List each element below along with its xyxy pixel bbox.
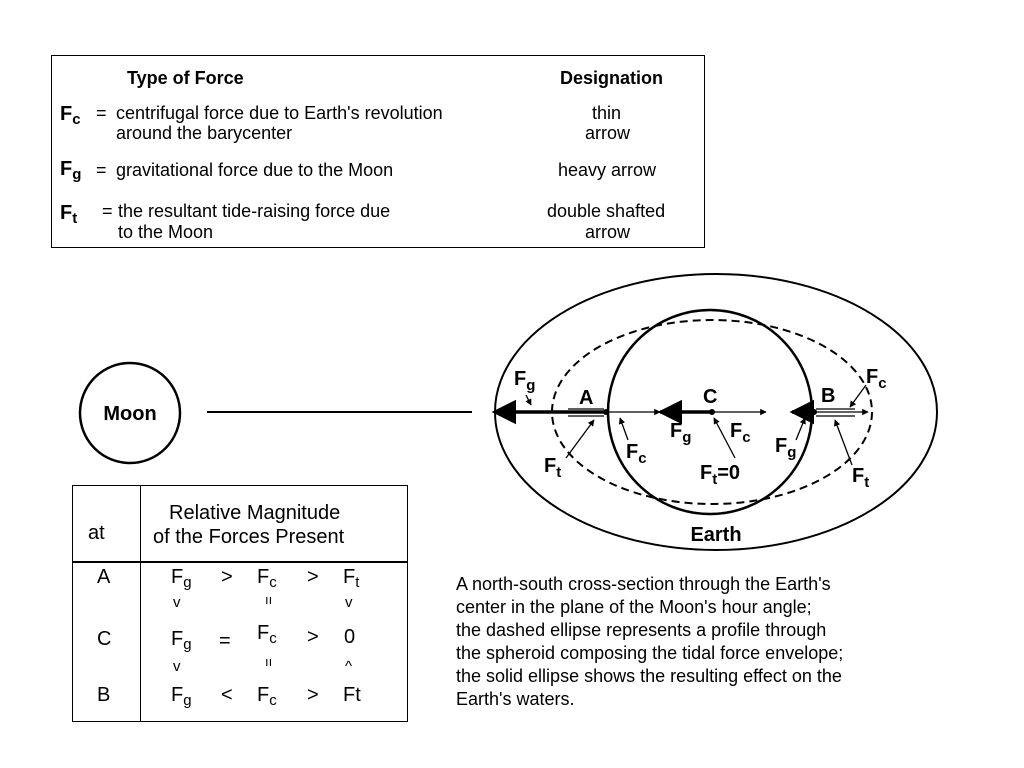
- table-divider-vertical: [140, 486, 141, 721]
- moon-label: Moon: [103, 403, 156, 425]
- point-b-label: B: [821, 385, 835, 407]
- cell-fc: Fc: [257, 622, 277, 647]
- pointer-fc-a: [618, 417, 629, 441]
- legend-designation: heavy arrow: [558, 160, 657, 180]
- label-fg-a: Fg: [514, 368, 535, 394]
- table-header-at: at: [88, 522, 105, 544]
- operator: =: [219, 630, 231, 652]
- label-fc-c: Fc: [730, 420, 751, 446]
- cell-ft: Ft: [343, 684, 361, 706]
- caption-line: center in the plane of the Moon's hour a…: [456, 597, 812, 617]
- cell-fg: Fg: [171, 628, 192, 653]
- label-fc-b: Fc: [866, 366, 887, 392]
- point-b-dot: [811, 409, 817, 415]
- operator: >: [307, 626, 319, 648]
- label-ft-b: Ft: [852, 465, 869, 491]
- operator: >: [307, 566, 319, 588]
- label-fg-c: Fg: [670, 420, 691, 446]
- operator: >: [221, 566, 233, 588]
- label-fc-a: Fc: [626, 441, 647, 467]
- caption-line: the solid ellipse shows the resulting ef…: [456, 666, 842, 686]
- pointer-fg-a: [525, 394, 532, 406]
- legend-desc: the resultant tide-raising force due: [118, 201, 391, 221]
- point-c-dot: [709, 409, 715, 415]
- legend-designation: thin: [592, 103, 622, 123]
- legend-designation: arrow: [585, 123, 631, 143]
- label-ft0: Ft=0: [700, 462, 740, 488]
- legend-eq: =: [96, 160, 107, 180]
- compare-mark: v: [173, 594, 181, 611]
- row-at-a: A: [97, 566, 111, 588]
- symbol-fg: Fg: [60, 158, 82, 183]
- pointer-ft0: [713, 417, 736, 459]
- caption-line: the dashed ellipse represents a profile …: [456, 620, 827, 640]
- point-c-label: C: [703, 386, 717, 408]
- legend-desc: gravitational force due to the Moon: [116, 160, 394, 180]
- legend-eq: =: [96, 103, 107, 123]
- legend-desc: to the Moon: [118, 222, 214, 242]
- point-a-dot: [603, 409, 609, 415]
- compare-mark: ^: [345, 658, 353, 675]
- earth-label: Earth: [690, 524, 741, 546]
- compare-mark: v: [345, 594, 353, 611]
- tidal-envelope-dashed-ellipse: [551, 319, 873, 505]
- cell-fc: Fc: [257, 566, 277, 591]
- pointer-fg-b: [795, 417, 806, 441]
- cell-ft: 0: [344, 626, 356, 648]
- legend-desc: around the barycenter: [116, 123, 293, 143]
- compare-mark: ıı: [265, 592, 273, 607]
- legend-designation: arrow: [585, 222, 631, 242]
- pointer-fc-b: [849, 384, 867, 408]
- diagram-caption: A north-south cross-section through the …: [456, 573, 976, 711]
- row-at-b: B: [97, 684, 111, 706]
- legend-header-type: Type of Force: [127, 68, 244, 88]
- table-header-title: Relative Magnitude: [169, 502, 341, 524]
- row-at-c: C: [97, 628, 112, 650]
- cell-fg: Fg: [171, 684, 192, 709]
- table-header-title: of the Forces Present: [153, 526, 345, 548]
- caption-line: the spheroid composing the tidal force e…: [456, 643, 844, 663]
- legend-header-designation: Designation: [560, 68, 664, 88]
- operator: <: [221, 684, 233, 706]
- table-divider-horizontal: [73, 561, 407, 563]
- label-fg-b: Fg: [775, 435, 796, 461]
- compare-mark: ıı: [265, 654, 273, 669]
- label-ft-a: Ft: [544, 455, 561, 481]
- caption-line: Earth's waters.: [456, 689, 575, 709]
- cell-fc: Fc: [257, 684, 277, 709]
- pointer-ft-a: [565, 419, 595, 459]
- pointer-ft-b: [834, 419, 853, 466]
- symbol-fc: Fc: [60, 103, 81, 128]
- caption-line: A north-south cross-section through the …: [456, 574, 831, 594]
- operator: >: [307, 684, 319, 706]
- legend-designation: double shafted: [547, 201, 666, 221]
- symbol-ft: Ft: [60, 202, 78, 227]
- moon-circle: [78, 361, 182, 465]
- legend-desc: centrifugal force due to Earth's revolut…: [116, 103, 443, 123]
- force-legend-box: Type of Force Designation Fc = centrifug…: [51, 55, 705, 248]
- relative-magnitude-table: at Relative Magnitude of the Forces Pres…: [72, 485, 408, 722]
- point-a-label: A: [579, 387, 593, 409]
- compare-mark: v: [173, 658, 181, 675]
- legend-eq: =: [102, 201, 113, 221]
- cell-fg: Fg: [171, 566, 192, 591]
- cell-ft: Ft: [343, 566, 360, 591]
